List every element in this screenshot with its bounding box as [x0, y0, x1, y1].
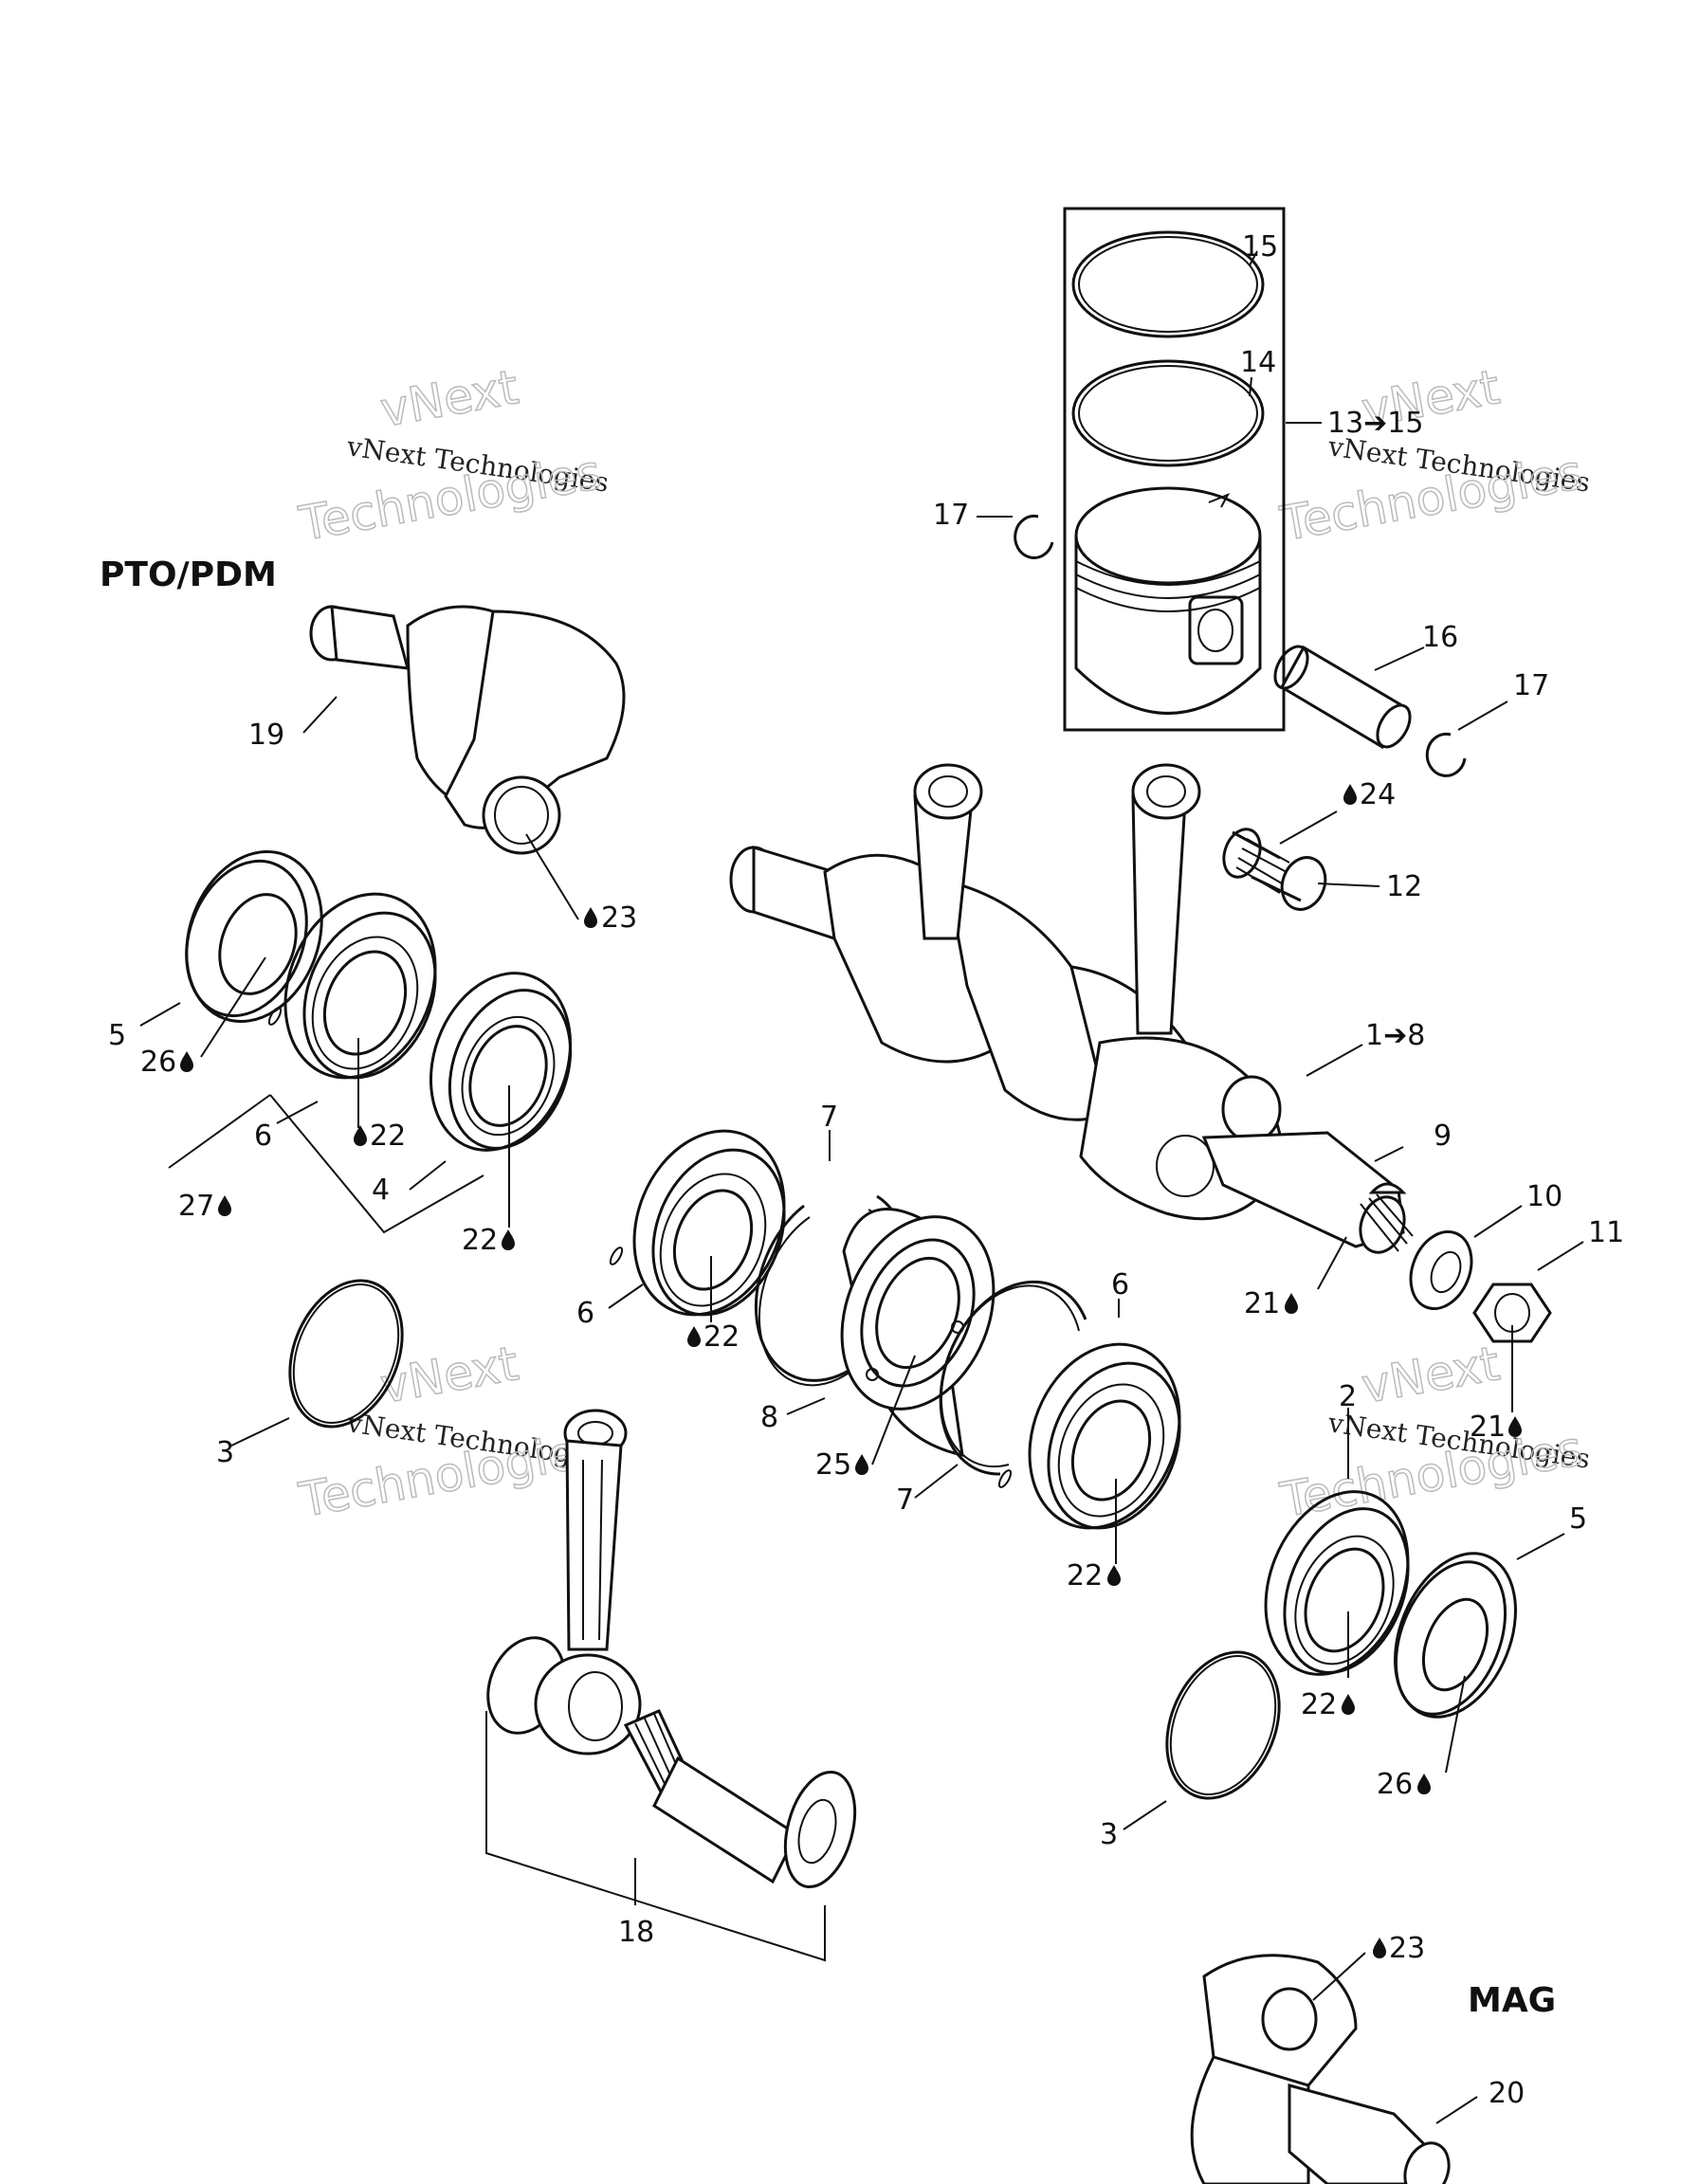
oil-drop-icon — [180, 1051, 193, 1072]
crank-half-pto — [309, 605, 626, 855]
callout-14: 14 — [1240, 346, 1276, 379]
ball-bearing-mag — [1264, 1490, 1410, 1676]
callout-9: 9 — [1434, 1119, 1452, 1153]
callout-19: 19 — [248, 719, 284, 752]
oil-seal-left — [185, 849, 323, 1024]
callout-5-left: 5 — [108, 1019, 126, 1052]
callout-5-right: 5 — [1569, 1502, 1587, 1536]
svg-text:vNext: vNext — [1358, 1336, 1504, 1413]
callout-15: 15 — [1242, 230, 1278, 264]
callout-27: 27 — [178, 1190, 214, 1223]
callout-6-right: 6 — [1111, 1268, 1129, 1301]
ball-bearing-middle — [609, 1129, 786, 1317]
callout-6-left: 6 — [254, 1119, 272, 1153]
callout-26-left: 26 — [140, 1046, 176, 1079]
oil-drop-icon — [1508, 1416, 1522, 1437]
piston-pin — [1273, 645, 1412, 750]
callout-23-pto: 23 — [601, 901, 637, 935]
ball-bearing-4 — [429, 972, 573, 1152]
piston-ring-top — [1071, 230, 1265, 338]
callout-22-a: 22 — [370, 1119, 406, 1153]
nut-11 — [1472, 1283, 1552, 1343]
callout-17-right: 17 — [1513, 669, 1549, 702]
callout-20: 20 — [1489, 2077, 1525, 2110]
ball-bearing-left-upper — [267, 892, 437, 1080]
section-label-mag: MAG — [1468, 1981, 1556, 2020]
callout-23-mag: 23 — [1389, 1932, 1425, 1965]
callout-22-b: 22 — [462, 1224, 498, 1257]
callout-22-e: 22 — [1301, 1688, 1337, 1721]
callout-4: 4 — [372, 1174, 390, 1207]
callout-24: 24 — [1360, 778, 1396, 811]
callout-11: 11 — [1588, 1216, 1624, 1249]
callout-22-d: 22 — [1067, 1559, 1103, 1592]
circlip-left — [1014, 514, 1054, 559]
oil-drop-icon — [855, 1454, 868, 1475]
piston — [1074, 486, 1262, 715]
callout-12: 12 — [1386, 870, 1422, 903]
oil-drop-icon — [687, 1326, 701, 1347]
center-bearing-8 — [840, 1208, 996, 1457]
oil-drop-icon — [1342, 1694, 1355, 1715]
callout-25: 25 — [815, 1448, 851, 1482]
callout-labels: 15 14 13➔15 17 16 17 19 24 12 23 5 26 6 … — [108, 230, 1624, 2110]
callout-13-15: 13➔15 — [1327, 407, 1423, 440]
callout-1-8: 1➔8 — [1365, 1019, 1425, 1052]
oil-drop-icon — [1107, 1565, 1121, 1586]
connecting-rod-kit — [485, 1409, 857, 1962]
callout-10: 10 — [1526, 1180, 1562, 1213]
watermark-left-top: vNext vNext Technologies Technologies — [294, 359, 611, 553]
watermark-left-bottom: vNext vNext Technologies Technologies — [294, 1336, 611, 1529]
callout-6-middle: 6 — [576, 1297, 594, 1330]
callout-21-shaft: 21 — [1244, 1287, 1280, 1320]
callout-17-left: 17 — [933, 499, 969, 532]
callout-26-right: 26 — [1377, 1768, 1413, 1801]
o-ring-left — [288, 1279, 404, 1429]
oil-drop-icon — [354, 1125, 367, 1146]
oil-drop-icon — [1373, 1938, 1386, 1958]
thrust-washer-12 — [1280, 856, 1327, 911]
oil-drop-icon — [218, 1195, 231, 1216]
ball-bearing-right — [997, 1342, 1181, 1530]
leader-lines — [139, 250, 1584, 2124]
callout-16: 16 — [1422, 621, 1458, 654]
oil-seal-mag — [1394, 1552, 1517, 1719]
callout-21-nut: 21 — [1470, 1410, 1506, 1444]
piston-kit-box — [1063, 207, 1286, 732]
oil-drop-icon — [502, 1229, 515, 1250]
oil-drop-icon — [1417, 1774, 1431, 1794]
crankshaft-assembly — [729, 763, 1414, 1254]
callout-3-left: 3 — [216, 1436, 234, 1469]
callout-3-right: 3 — [1100, 1818, 1118, 1851]
callout-8: 8 — [760, 1401, 778, 1434]
callout-18: 18 — [618, 1916, 654, 1949]
section-label-pto: PTO/PDM — [100, 555, 277, 594]
oil-drop-icon — [1343, 784, 1357, 805]
callout-7-upper: 7 — [820, 1101, 838, 1134]
woodruff-key — [1368, 1182, 1407, 1194]
piston-ring-second — [1071, 359, 1265, 467]
needle-bearing-24 — [1222, 828, 1302, 902]
oil-drop-icon — [584, 907, 597, 928]
circlip-right — [1425, 732, 1467, 777]
o-ring-right — [1165, 1650, 1281, 1800]
watermark-right-top: vNext vNext Technologies Technologies — [1275, 359, 1592, 553]
washer-10 — [1409, 1229, 1473, 1311]
callout-22-c: 22 — [703, 1320, 740, 1354]
callout-7-lower: 7 — [896, 1483, 914, 1517]
svg-text:vNext: vNext — [376, 359, 522, 437]
oil-drop-icon — [1285, 1293, 1298, 1314]
crank-half-mag — [1190, 1954, 1451, 2184]
callout-2: 2 — [1339, 1380, 1357, 1413]
